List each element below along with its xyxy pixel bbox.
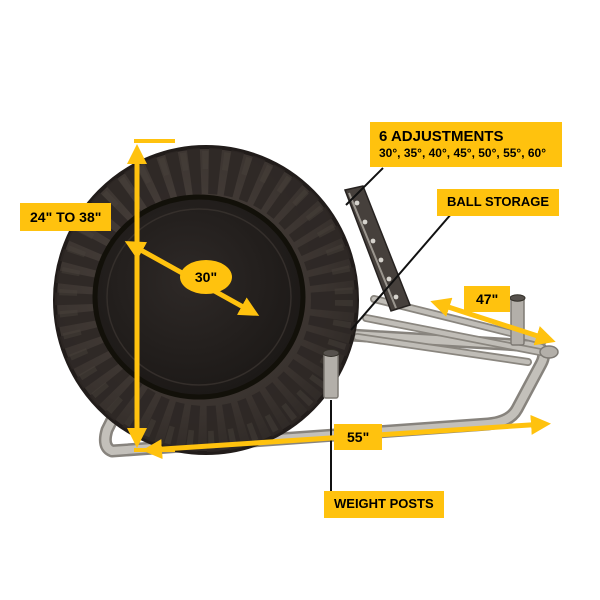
height-range-label: 24" TO 38" [20, 203, 112, 232]
weight-posts-label: WEIGHT POSTS [324, 491, 444, 518]
trampoline [53, 145, 359, 455]
adjustments-values: 30°, 35°, 40°, 45°, 50°, 55°, 60° [379, 146, 547, 161]
frame-depth-label: 47" [464, 286, 511, 313]
adjustments-title: 6 ADJUSTMENTS [379, 128, 504, 145]
trampoline-mat [92, 194, 306, 400]
frame-corner-cap [539, 345, 559, 359]
mat-diameter-label: 30" [180, 260, 232, 294]
frame-width-label: 55" [334, 424, 383, 451]
ball-storage-label: BALL STORAGE [437, 189, 560, 216]
adjustments-label: 6 ADJUSTMENTS 30°, 35°, 40°, 45°, 50°, 5… [370, 122, 562, 168]
adjustments-callout-line [345, 167, 384, 206]
ball-storage-callout-line [350, 212, 453, 331]
weight-post [322, 349, 340, 399]
depth-dimension-arrow [430, 297, 556, 346]
